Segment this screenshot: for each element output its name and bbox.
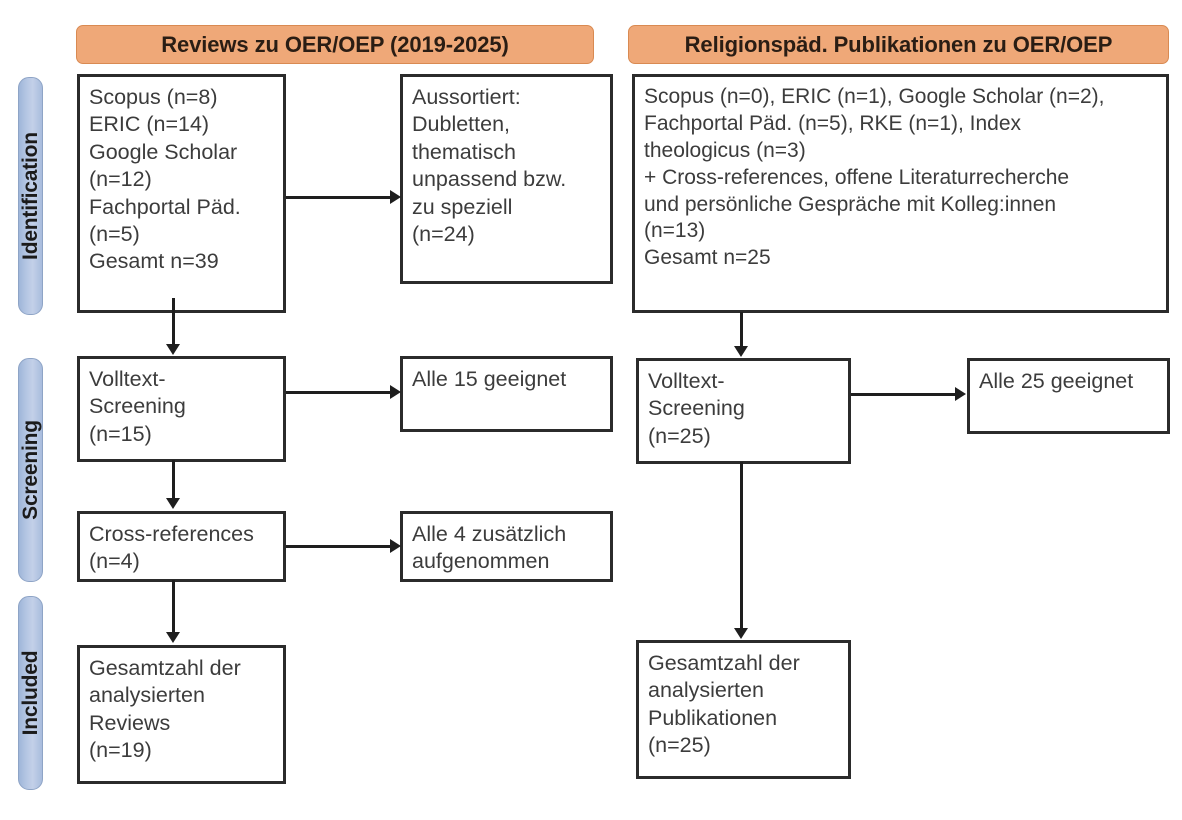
stage-pill-included-label: Included bbox=[18, 650, 42, 736]
connector-left-crossrefs-to-result bbox=[286, 545, 392, 548]
box-right-fulltext-screening: Volltext- Screening (n=25) bbox=[636, 358, 851, 464]
connector-left-crossrefs-to-included bbox=[172, 580, 175, 634]
column-header-reviews-label: Reviews zu OER/OEP (2019-2025) bbox=[161, 31, 509, 57]
arrowhead-left-sources-to-fulltext bbox=[166, 344, 180, 355]
stage-pill-included: Included bbox=[18, 596, 43, 790]
box-left-identification-excluded: Aussortiert: Dubletten, thematisch unpas… bbox=[400, 74, 613, 284]
arrowhead-right-fulltext-to-included bbox=[734, 628, 748, 639]
arrowhead-left-fulltext-to-crossrefs bbox=[166, 498, 180, 509]
box-right-included-total: Gesamtzahl der analysierten Publikatione… bbox=[636, 640, 851, 779]
stage-pill-identification-label: Identification bbox=[18, 132, 42, 260]
connector-left-sources-to-excluded bbox=[286, 196, 392, 199]
column-header-reviews: Reviews zu OER/OEP (2019-2025) bbox=[76, 25, 594, 64]
box-left-crossreferences: Cross-references (n=4) bbox=[77, 511, 286, 582]
column-header-religionspaed-label: Religionspäd. Publikationen zu OER/OEP bbox=[684, 31, 1113, 57]
arrowhead-left-sources-to-excluded bbox=[390, 190, 401, 204]
box-left-fulltext-result: Alle 15 geeignet bbox=[400, 356, 613, 432]
arrowhead-left-fulltext-to-result bbox=[390, 385, 401, 399]
arrowhead-right-fulltext-to-result bbox=[955, 387, 966, 401]
box-left-identification-sources: Scopus (n=8) ERIC (n=14) Google Scholar … bbox=[77, 74, 286, 313]
column-header-religionspaed: Religionspäd. Publikationen zu OER/OEP bbox=[628, 25, 1169, 64]
box-left-crossreferences-result: Alle 4 zusätzlich aufgenommen bbox=[400, 511, 613, 582]
arrowhead-left-crossrefs-to-included bbox=[166, 632, 180, 643]
connector-left-fulltext-to-result bbox=[286, 391, 392, 394]
stage-pill-identification: Identification bbox=[18, 77, 43, 315]
stage-pill-screening: Screening bbox=[18, 358, 43, 582]
connector-right-sources-to-fulltext bbox=[740, 312, 743, 348]
box-right-identification-sources: Scopus (n=0), ERIC (n=1), Google Scholar… bbox=[632, 74, 1169, 313]
connector-left-sources-to-fulltext bbox=[172, 298, 175, 346]
connector-right-fulltext-to-included bbox=[740, 462, 743, 630]
box-left-fulltext-screening: Volltext- Screening (n=15) bbox=[77, 356, 286, 462]
box-right-fulltext-result: Alle 25 geeignet bbox=[967, 358, 1170, 434]
connector-right-fulltext-to-result bbox=[851, 393, 957, 396]
arrowhead-left-crossrefs-to-result bbox=[390, 539, 401, 553]
stage-pill-screening-label: Screening bbox=[18, 420, 42, 520]
arrowhead-right-sources-to-fulltext bbox=[734, 346, 748, 357]
box-left-included-total: Gesamtzahl der analysierten Reviews (n=1… bbox=[77, 645, 286, 784]
connector-left-fulltext-to-crossrefs bbox=[172, 460, 175, 500]
